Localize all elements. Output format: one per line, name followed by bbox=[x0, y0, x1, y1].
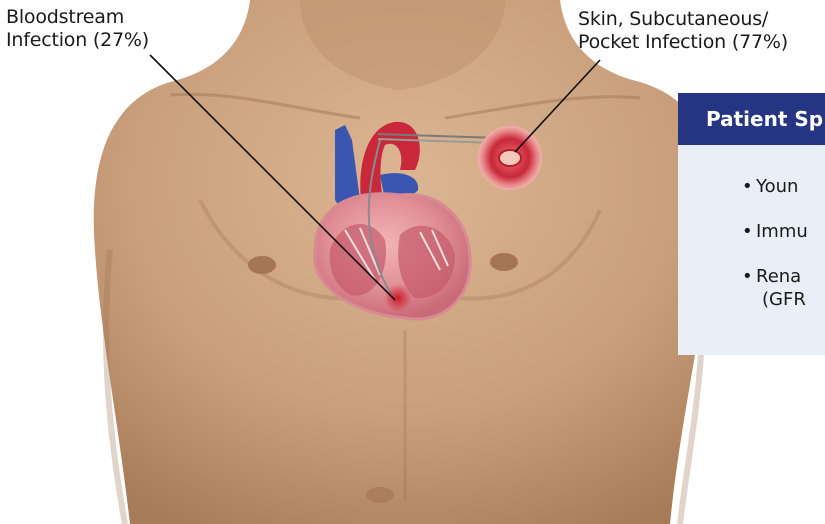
bloodstream-label-line1: Bloodstream bbox=[6, 6, 149, 29]
patient-factors-list: Youn Immu Rena (GFR bbox=[678, 145, 825, 311]
panel-title: Patient Sp bbox=[678, 93, 825, 145]
nipple-right bbox=[490, 253, 518, 271]
pocket-infection-label: Skin, Subcutaneous/ Pocket Infection (77… bbox=[578, 8, 788, 54]
pocket-label-line1: Skin, Subcutaneous/ bbox=[578, 8, 788, 31]
bloodstream-infection-label: Bloodstream Infection (27%) bbox=[6, 6, 149, 52]
bloodstream-infection-site bbox=[384, 284, 412, 312]
list-item: Youn bbox=[756, 175, 825, 198]
pocket-label-line2: Pocket Infection (77%) bbox=[578, 31, 788, 54]
list-item-line2: (GFR bbox=[756, 288, 825, 311]
list-item: Rena (GFR bbox=[756, 265, 825, 311]
pocket-infection-site bbox=[478, 126, 542, 190]
list-item-line1: Youn bbox=[756, 176, 798, 197]
bloodstream-label-line2: Infection (27%) bbox=[6, 29, 149, 52]
nipple-left bbox=[248, 256, 276, 274]
navel bbox=[366, 487, 394, 503]
list-item-line1: Rena bbox=[756, 266, 801, 287]
patient-specific-panel: Patient Sp Youn Immu Rena (GFR bbox=[678, 93, 825, 355]
list-item-line1: Immu bbox=[756, 221, 808, 242]
list-item: Immu bbox=[756, 220, 825, 243]
